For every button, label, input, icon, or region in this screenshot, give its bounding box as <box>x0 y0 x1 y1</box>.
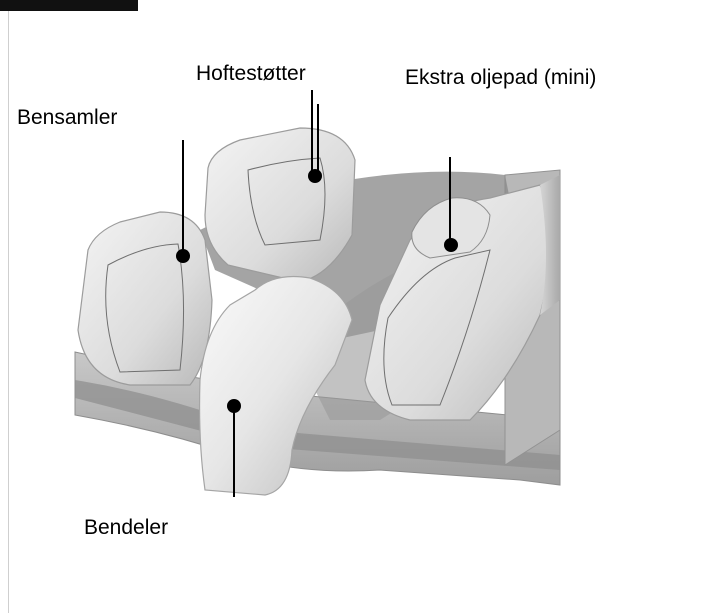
label-ekstra-oljepad: Ekstra oljepad (mini) <box>405 67 596 88</box>
marker-dot-bensamler <box>176 249 190 263</box>
label-bendeler: Bendeler <box>84 517 168 538</box>
label-hoftestotter: Hoftestøtter <box>196 63 306 84</box>
marker-dot-ekstra-oljepad <box>444 238 458 252</box>
label-bensamler: Bensamler <box>17 107 117 128</box>
pad-back-left <box>205 128 355 282</box>
pad-left <box>78 212 212 385</box>
marker-dot-bendeler <box>227 399 241 413</box>
marker-dot-hoftestotter <box>308 169 322 183</box>
